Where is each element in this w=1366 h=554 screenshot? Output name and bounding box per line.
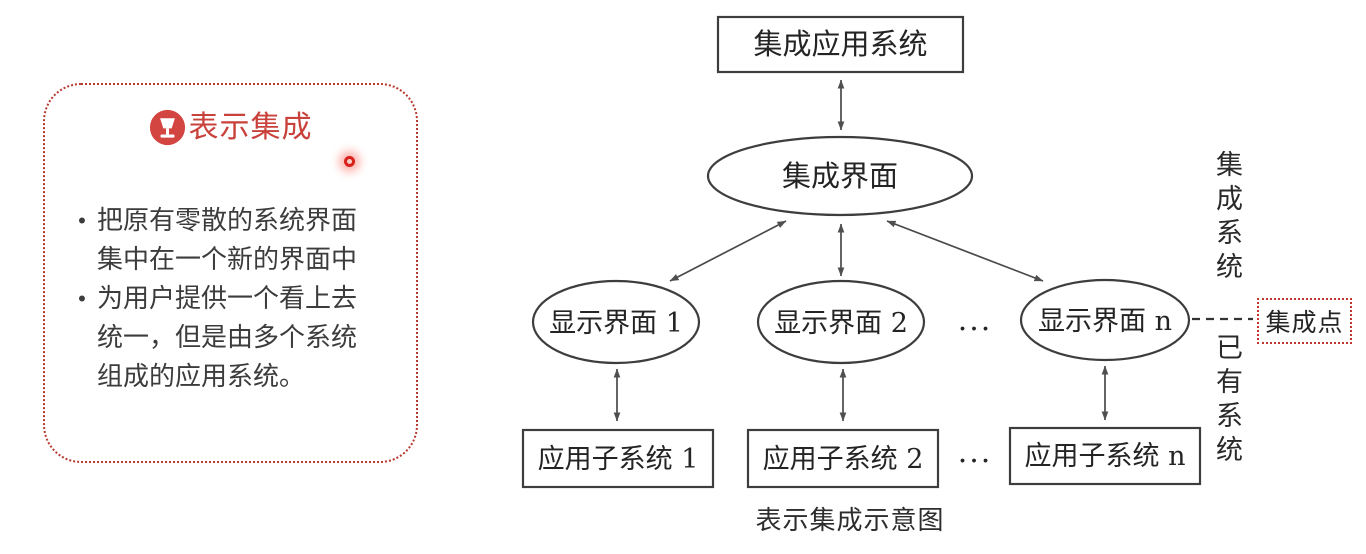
hub-ellipse — [706, 135, 974, 217]
display-node-2 — [756, 279, 926, 365]
display-node-n-label: 显示界面 n — [1038, 306, 1172, 337]
subsystem-box-1 — [521, 428, 715, 489]
bullet-text-line: 为用户提供一个看上去 — [97, 283, 358, 313]
ellipsis: ... — [958, 435, 993, 470]
subsystem-box-n — [1008, 426, 1202, 486]
side-label-existing-system: 已有系统 — [1211, 333, 1242, 469]
subsystem-box-n-label: 应用子系统 n — [1025, 441, 1186, 472]
display-node-1-label: 显示界面 1 — [549, 308, 683, 339]
side-label-integrated-system: 集成系统 — [1211, 150, 1242, 286]
bullet-text-line: 集中在一个新的界面中 — [97, 244, 358, 274]
bullet-text-line: 统一，但是由多个系统 — [97, 322, 358, 352]
subsystem-box-2 — [746, 428, 940, 489]
note-title-row: 表示集成 — [45, 109, 416, 146]
note-panel: 表示集成 • 把原有零散的系统界面 集中在一个新的界面中 • 为用户提供一个看上… — [43, 83, 418, 463]
subsystem-box-2-label: 应用子系统 2 — [763, 444, 924, 475]
list-item: • 为用户提供一个看上去 统一，但是由多个系统 组成的应用系统。 — [67, 279, 397, 396]
bullet-text-line: 组成的应用系统。 — [97, 361, 306, 391]
display-node-n — [1019, 278, 1191, 362]
connector-arrow — [669, 220, 787, 282]
top-box — [716, 15, 965, 74]
bullet-text-line: 把原有零散的系统界面 — [97, 205, 358, 235]
connector-arrow — [886, 220, 1044, 282]
note-bullet-list: • 把原有零散的系统界面 集中在一个新的界面中 • 为用户提供一个看上去 统一，… — [67, 201, 397, 396]
ellipsis: ... — [958, 303, 993, 338]
bullet-marker: • — [78, 286, 86, 311]
display-node-2-label: 显示界面 2 — [774, 308, 908, 339]
lamp-icon — [149, 109, 185, 146]
integration-point-box: 集成点 — [1257, 298, 1352, 344]
display-node-1 — [531, 279, 701, 365]
list-item: • 把原有零散的系统界面 集中在一个新的界面中 — [67, 201, 397, 279]
hub-ellipse-label: 集成界面 — [782, 159, 898, 193]
diagram-caption: 表示集成示意图 — [755, 505, 945, 535]
top-box-label: 集成应用系统 — [753, 27, 927, 61]
bullet-marker: • — [78, 208, 86, 233]
laser-pointer-dot — [344, 156, 355, 167]
subsystem-box-1-label: 应用子系统 1 — [538, 444, 699, 475]
note-title: 表示集成 — [188, 111, 313, 144]
